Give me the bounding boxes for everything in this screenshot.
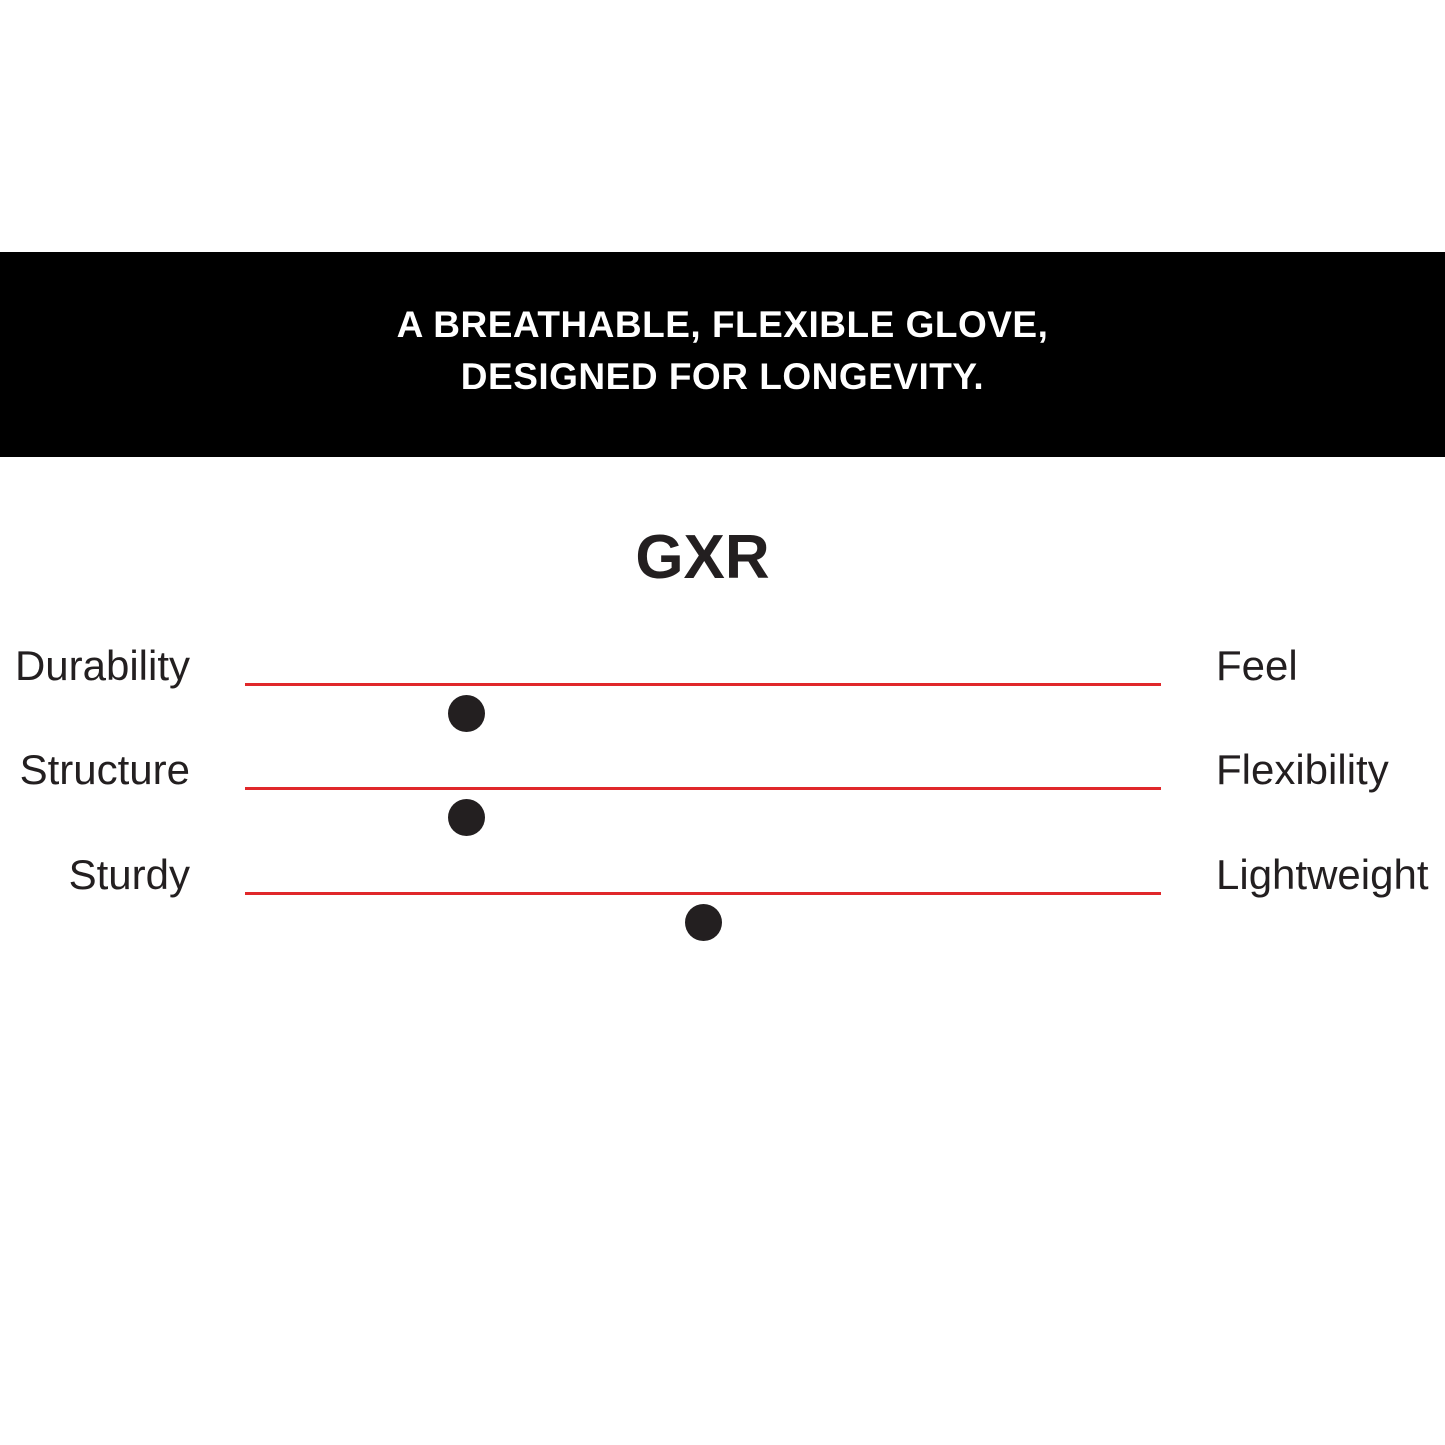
scale-right-label: Flexibility (1216, 746, 1389, 793)
tagline-line-2: DESIGNED FOR LONGEVITY. (460, 356, 985, 397)
tagline-banner: A BREATHABLE, FLEXIBLE GLOVE, DESIGNED F… (0, 252, 1445, 457)
scale-knob (684, 904, 722, 941)
tagline-line-1: A BREATHABLE, FLEXIBLE GLOVE, (396, 304, 1049, 345)
scale-track (245, 683, 1161, 732)
scale-left-label: Sturdy (68, 851, 190, 898)
scale-right-label: Feel (1216, 642, 1298, 689)
scale-knob (448, 799, 486, 836)
scale-left-label: Durability (14, 642, 190, 689)
scale-left-label: Structure (19, 746, 190, 793)
scale-track (245, 892, 1161, 941)
product-name: GXR (635, 523, 770, 592)
scale-row-structure-flexibility: Structure Flexibility (0, 746, 1445, 836)
scale-knob (448, 695, 486, 732)
scale-right-label: Lightweight (1216, 851, 1429, 898)
scale-row-sturdy-lightweight: Sturdy Lightweight (0, 851, 1445, 941)
scale-row-durability-feel: Durability Feel (0, 642, 1445, 732)
scale-track (245, 787, 1161, 836)
